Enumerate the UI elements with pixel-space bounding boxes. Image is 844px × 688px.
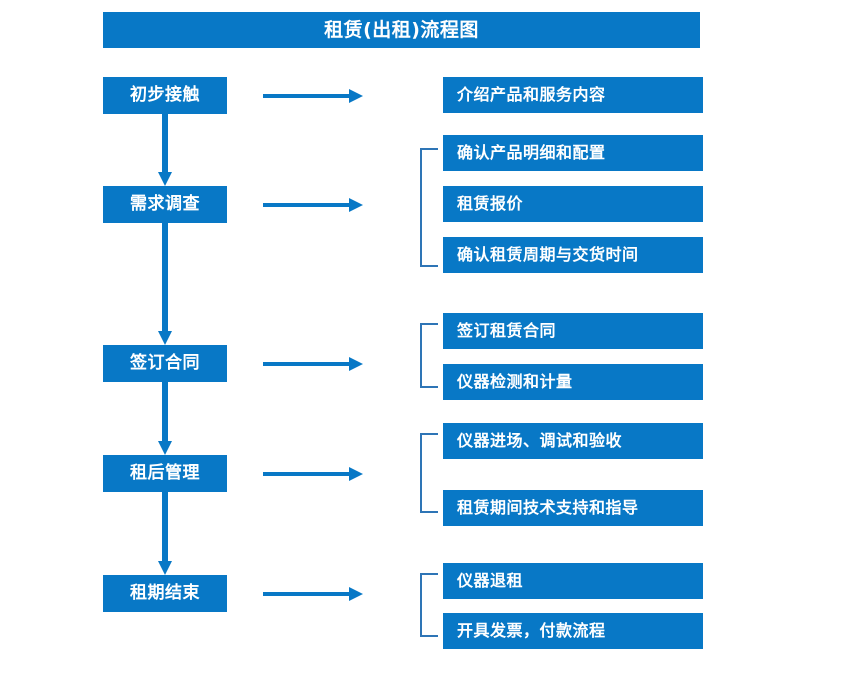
stage-box-5[interactable]: 租期结束: [103, 575, 227, 612]
group-bracket-3: [420, 323, 438, 388]
detail-box-4[interactable]: 确认租赁周期与交货时间: [443, 237, 703, 273]
stage-box-2[interactable]: 需求调查: [103, 186, 227, 223]
arrow-down-2: [158, 223, 172, 345]
detail-box-3[interactable]: 租赁报价: [443, 186, 703, 222]
chart-title: 租赁(出租)流程图: [103, 12, 700, 48]
stage-box-4[interactable]: 租后管理: [103, 455, 227, 492]
detail-box-1[interactable]: 介绍产品和服务内容: [443, 77, 703, 113]
arrow-right-5: [263, 586, 363, 601]
detail-box-5[interactable]: 签订租赁合同: [443, 313, 703, 349]
arrow-right-3: [263, 356, 363, 371]
detail-box-7[interactable]: 仪器进场、调试和验收: [443, 423, 703, 459]
stage-box-3[interactable]: 签订合同: [103, 345, 227, 382]
stage-box-1[interactable]: 初步接触: [103, 77, 227, 114]
group-bracket-4: [420, 433, 438, 513]
detail-box-2[interactable]: 确认产品明细和配置: [443, 135, 703, 171]
detail-box-10[interactable]: 开具发票，付款流程: [443, 613, 703, 649]
detail-box-9[interactable]: 仪器退租: [443, 563, 703, 599]
detail-box-6[interactable]: 仪器检测和计量: [443, 364, 703, 400]
group-bracket-5: [420, 573, 438, 637]
arrow-down-4: [158, 492, 172, 575]
arrow-down-3: [158, 382, 172, 455]
arrow-down-1: [158, 114, 172, 186]
arrow-right-2: [263, 197, 363, 212]
arrow-right-1: [263, 88, 363, 103]
group-bracket-2: [420, 148, 438, 267]
detail-box-8[interactable]: 租赁期间技术支持和指导: [443, 490, 703, 526]
arrow-right-4: [263, 466, 363, 481]
